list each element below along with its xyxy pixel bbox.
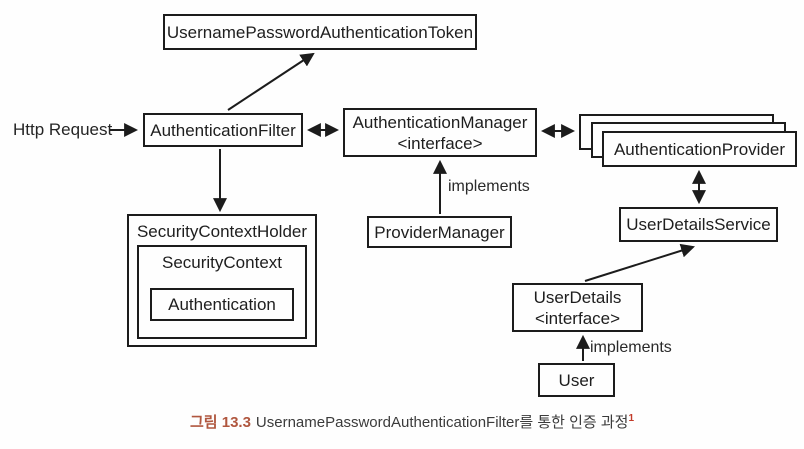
node-stereotype: <interface> (534, 308, 621, 328)
node-label: UserDetailsService (626, 215, 771, 234)
node-label: User (558, 370, 595, 390)
node-security-context: SecurityContext Authentication (137, 245, 307, 339)
edge-userdetails-to-userdetailsservice (584, 243, 696, 282)
implements-label-user: implements (590, 339, 672, 356)
node-security-context-holder: SecurityContextHolder SecurityContext Au… (127, 214, 317, 347)
edge-filter-to-token (227, 52, 315, 111)
node-authentication-provider: AuthenticationProvider (602, 131, 797, 167)
node-label: UserDetails (533, 287, 622, 307)
node-authentication: Authentication (150, 288, 294, 321)
figure-number: 그림 13.3 (189, 414, 251, 431)
node-provider-manager: ProviderManager (367, 216, 512, 248)
node-label: ProviderManager (374, 222, 505, 242)
node-authentication-filter: AuthenticationFilter (143, 113, 303, 147)
node-authentication-manager: AuthenticationManager <interface> (343, 108, 537, 157)
node-stereotype: <interface> (397, 133, 483, 153)
node-username-password-authentication-token: UsernamePasswordAuthenticationToken (163, 14, 477, 50)
implements-label-provider-manager: implements (448, 178, 530, 195)
node-user: User (538, 363, 615, 397)
node-label: UsernamePasswordAuthenticationToken (166, 22, 474, 42)
node-label: SecurityContextHolder (136, 222, 308, 241)
node-label: AuthenticationFilter (150, 120, 296, 140)
node-label: AuthenticationProvider (613, 139, 786, 159)
figure-title: UsernamePasswordAuthenticationFilter를 통한… (255, 414, 629, 431)
node-label: AuthenticationManager (352, 112, 528, 132)
http-request-label: Http Request (13, 120, 113, 139)
footnote-marker: 1 (628, 413, 635, 424)
node-label: SecurityContext (162, 253, 282, 272)
node-label: Authentication (168, 295, 276, 314)
node-user-details-service: UserDetailsService (619, 207, 778, 242)
node-user-details: UserDetails <interface> (512, 283, 643, 332)
